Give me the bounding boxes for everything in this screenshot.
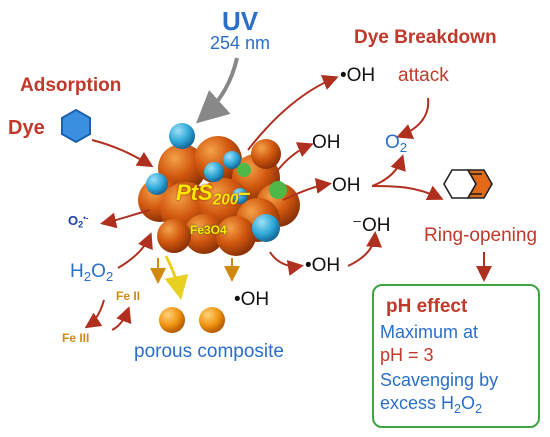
ring-molecule xyxy=(443,169,493,199)
ph-effect-line-1: Maximum at xyxy=(380,322,479,342)
fe3-label: Fe III xyxy=(62,331,90,345)
catalyst-cluster xyxy=(138,123,300,256)
superoxide-sub: 2 xyxy=(78,219,84,230)
h2o2-base: H xyxy=(70,261,84,282)
fe3o4-label: Fe3O4 xyxy=(190,223,227,237)
fe2-label: Fe II xyxy=(116,289,141,303)
oh-radical-right-label: •OH xyxy=(305,255,341,276)
ph-line4-sub2: 2 xyxy=(475,401,483,416)
o2-base: O xyxy=(385,132,400,153)
catalyst-to-superoxide-arrow xyxy=(100,209,151,229)
fe-cycle-arrow-up xyxy=(111,306,132,331)
ph-effect-line-2: pH = 3 xyxy=(380,345,434,365)
oh-mid-to-minus-oh-arrow xyxy=(347,231,383,267)
superoxide-label: O2•- xyxy=(68,214,89,230)
oh-attack-radical-label: •OH xyxy=(340,65,376,86)
ph-effect-title: pH effect xyxy=(386,296,468,317)
adsorption-label: Adsorption xyxy=(20,75,122,96)
dye-breakdown-label: Dye Breakdown xyxy=(354,27,497,48)
yellow-arrow xyxy=(164,255,189,300)
oh-attack-word-label: attack xyxy=(398,65,449,86)
ph-line4-sub1: 2 xyxy=(454,401,462,416)
catalyst-to-oh-mid-arrow xyxy=(269,251,304,276)
superoxide-sup: •- xyxy=(83,213,89,223)
dye-label: Dye xyxy=(8,117,45,139)
catalyst-name-base: PtS xyxy=(176,180,213,205)
h2o2-to-catalyst-arrow xyxy=(117,232,153,269)
dye-to-catalyst-arrow xyxy=(91,139,154,168)
h2o2-sub1: 2 xyxy=(83,268,92,284)
o2-label: O2 xyxy=(385,133,407,154)
h2o2-sub2: 2 xyxy=(105,268,114,284)
oh2-to-o2-arrow xyxy=(371,154,406,187)
oh2-to-ring-arrow xyxy=(371,185,444,201)
ph-effect-line-4: excess H2O2 xyxy=(380,393,482,416)
ph-effect-line-3: Scavenging by xyxy=(380,370,499,390)
catalyst-name-sub: 200 xyxy=(212,191,239,209)
catalyst-to-oh2-arrow xyxy=(282,177,332,201)
ring-opening-label: Ring-opening xyxy=(424,225,538,246)
porous-composite-label: porous composite xyxy=(134,341,284,362)
catalyst-dash: – xyxy=(238,180,251,205)
ph-effect-box: pH effect Maximum at pH = 3 Scavenging b… xyxy=(372,284,540,428)
dye-hexagon xyxy=(61,108,91,144)
catalyst-to-oh-attack-arrow xyxy=(247,75,339,151)
ph-line4-mid: O xyxy=(461,393,476,413)
uv-arrow xyxy=(196,57,239,124)
superoxide-base: O xyxy=(68,213,79,228)
catalyst-name-label: PtS200– xyxy=(176,182,251,208)
uv-label: UV xyxy=(222,6,259,36)
fe-cycle-arrow-down xyxy=(84,299,105,329)
minus-oh-label: ⁻OH xyxy=(352,215,391,236)
oh-radical-mid-label: •OH xyxy=(234,289,270,310)
oh-label-2: OH xyxy=(332,175,361,196)
uv-wavelength-label: 254 nm xyxy=(210,33,271,53)
oh-label-1: OH xyxy=(312,132,341,153)
ph-line4-base: excess H xyxy=(380,393,455,413)
h2o2-label: H2O2 xyxy=(70,262,113,283)
h2o2-mid: O xyxy=(91,261,106,282)
catalyst-to-oh1-arrow xyxy=(273,142,314,176)
composite-sphere-right xyxy=(199,307,225,333)
oh-attack-to-o2-arrow xyxy=(396,97,430,139)
o2-sub: 2 xyxy=(399,139,408,155)
composite-sphere-left xyxy=(159,307,185,333)
